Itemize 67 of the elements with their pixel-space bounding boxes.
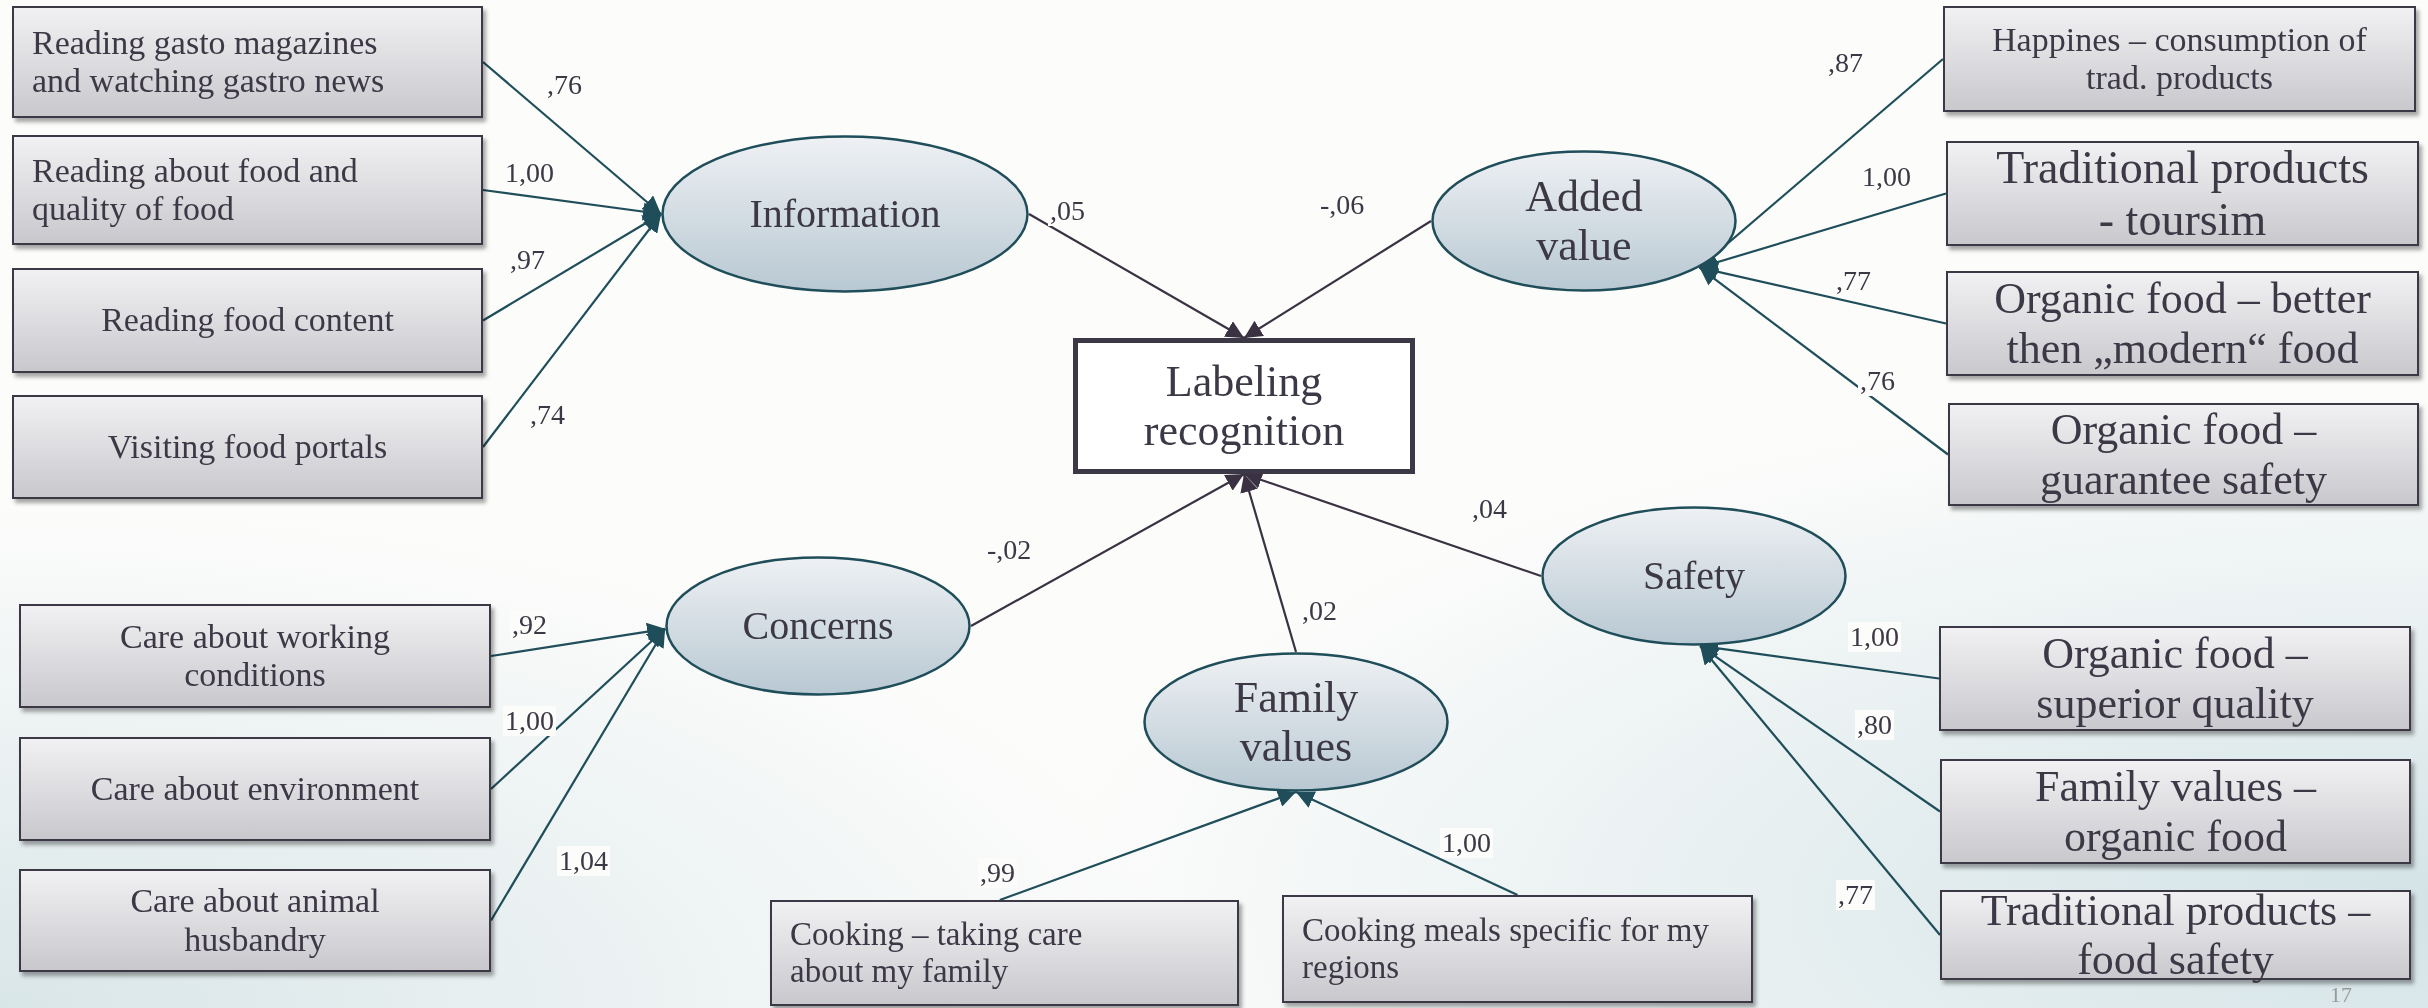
indicator-box — [12, 135, 483, 245]
indicator-box — [19, 869, 491, 972]
latent-label: Safety — [1642, 553, 1746, 599]
indicator-box — [19, 604, 491, 708]
box-text: Labeling recognition — [1142, 356, 1346, 456]
box-text: Reading about food and quality of food — [32, 151, 359, 229]
indicator-box — [1282, 895, 1753, 1003]
arrow — [482, 213, 662, 322]
edge-label: ,99 — [978, 858, 1017, 888]
indicator-box — [1946, 141, 2419, 246]
box-text: Reading gasto magazines and watching gastro news — [32, 23, 386, 101]
box-text: Cooking – taking care about my family — [790, 916, 1084, 990]
arrow — [1699, 262, 1947, 325]
edge-label: 1,04 — [557, 846, 610, 876]
latent-label: Added value — [1524, 171, 1644, 271]
indicator-box — [770, 900, 1239, 1006]
arrow — [482, 213, 662, 448]
arrow — [1699, 645, 1941, 936]
outcome-box — [1073, 338, 1415, 474]
arrow — [482, 61, 662, 215]
box-text: Cooking meals specific for my regions — [1302, 912, 1710, 986]
indicator-box — [12, 6, 483, 118]
arrow — [482, 188, 662, 221]
indicator-box — [12, 395, 483, 499]
indicator-box — [19, 737, 491, 841]
latent-label: Information — [749, 191, 941, 237]
box-text: Visiting food portals — [107, 427, 388, 467]
indicator-box — [12, 268, 483, 373]
box-text: Family values – organic food — [2033, 762, 2318, 861]
box-text: Care about animal husbandry — [129, 882, 381, 959]
edge-label: 1,00 — [1848, 622, 1901, 652]
edge-label: ,80 — [1855, 710, 1894, 740]
edge-label: 1,00 — [1440, 828, 1493, 858]
box-text: Traditional products – food safety — [1979, 885, 2372, 985]
arrow — [1028, 213, 1245, 339]
box-text: Traditional products - toursim — [1995, 142, 2370, 245]
box-text: Care about environment — [90, 769, 420, 809]
latent-ellipse — [661, 135, 1029, 293]
box-text: Reading food content — [101, 301, 394, 340]
latent-ellipse — [1143, 652, 1449, 792]
arrow — [1295, 791, 1518, 896]
box-text: Care about working conditions — [118, 617, 391, 695]
indicator-box — [1943, 6, 2416, 112]
arrow — [970, 473, 1245, 627]
indicator-box — [1940, 759, 2411, 864]
page-number: 17 — [2330, 984, 2352, 1006]
edge-label: 1,00 — [503, 706, 556, 736]
arrow — [999, 789, 1297, 902]
latent-ellipse — [1541, 506, 1847, 646]
indicator-box — [1939, 626, 2411, 731]
latent-label: Family values — [1232, 672, 1360, 772]
latent-label: Concerns — [742, 603, 894, 649]
indicator-box — [1946, 271, 2419, 376]
edge-label: ,77 — [1836, 880, 1875, 910]
arrow — [1698, 266, 1949, 456]
box-text: Organic food – superior quality — [2035, 629, 2315, 728]
arrow — [490, 622, 666, 658]
arrow — [1240, 473, 1298, 653]
edge-label: ,92 — [510, 610, 549, 640]
arrow — [1243, 220, 1432, 339]
box-text: Organic food – guarantee safety — [2038, 405, 2329, 504]
latent-ellipse — [665, 556, 971, 696]
box-text: Organic food – better then „modern“ food — [1993, 274, 2372, 373]
arrow — [490, 628, 667, 922]
latent-ellipse — [1431, 150, 1737, 292]
indicator-box — [1948, 403, 2419, 506]
box-text: Happines – consumption of trad. products — [1991, 20, 2368, 98]
